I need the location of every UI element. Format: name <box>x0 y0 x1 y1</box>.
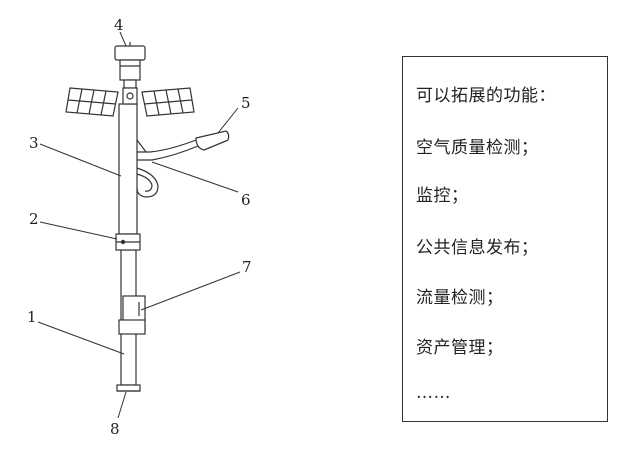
equipment-cabinet <box>118 295 146 335</box>
callout-4: 4 <box>114 16 124 34</box>
callout-7: 7 <box>242 258 252 276</box>
callout-3: 3 <box>29 134 39 152</box>
functions-box: 可以拓展的功能： 空气质量检测； 监控； 公共信息发布； 流量检测； 资产管理；… <box>402 56 608 422</box>
pole-clamp <box>115 233 141 251</box>
function-item: 资产管理； <box>416 338 504 358</box>
function-item: 监控； <box>416 186 469 206</box>
lamp-head <box>195 130 230 151</box>
solar-panel-left <box>65 87 119 117</box>
callout-5: 5 <box>241 94 251 112</box>
street-pole-diagram: 1 2 3 4 5 6 7 8 <box>27 16 252 438</box>
callout-2: 2 <box>29 210 39 228</box>
function-item: 公共信息发布； <box>416 238 539 258</box>
callout-8: 8 <box>110 420 120 438</box>
function-item: 流量检测； <box>416 288 504 308</box>
pole-base <box>116 384 141 392</box>
cable-loop <box>136 167 159 198</box>
function-item: …… <box>416 383 451 403</box>
callout-6: 6 <box>241 191 251 209</box>
function-item: 空气质量检测； <box>416 138 539 158</box>
callout-1: 1 <box>27 308 37 326</box>
solar-panel-right <box>141 87 195 117</box>
leader-lines <box>37 31 241 419</box>
sensor-top-unit <box>114 42 146 105</box>
functions-heading: 可以拓展的功能： <box>416 86 556 106</box>
